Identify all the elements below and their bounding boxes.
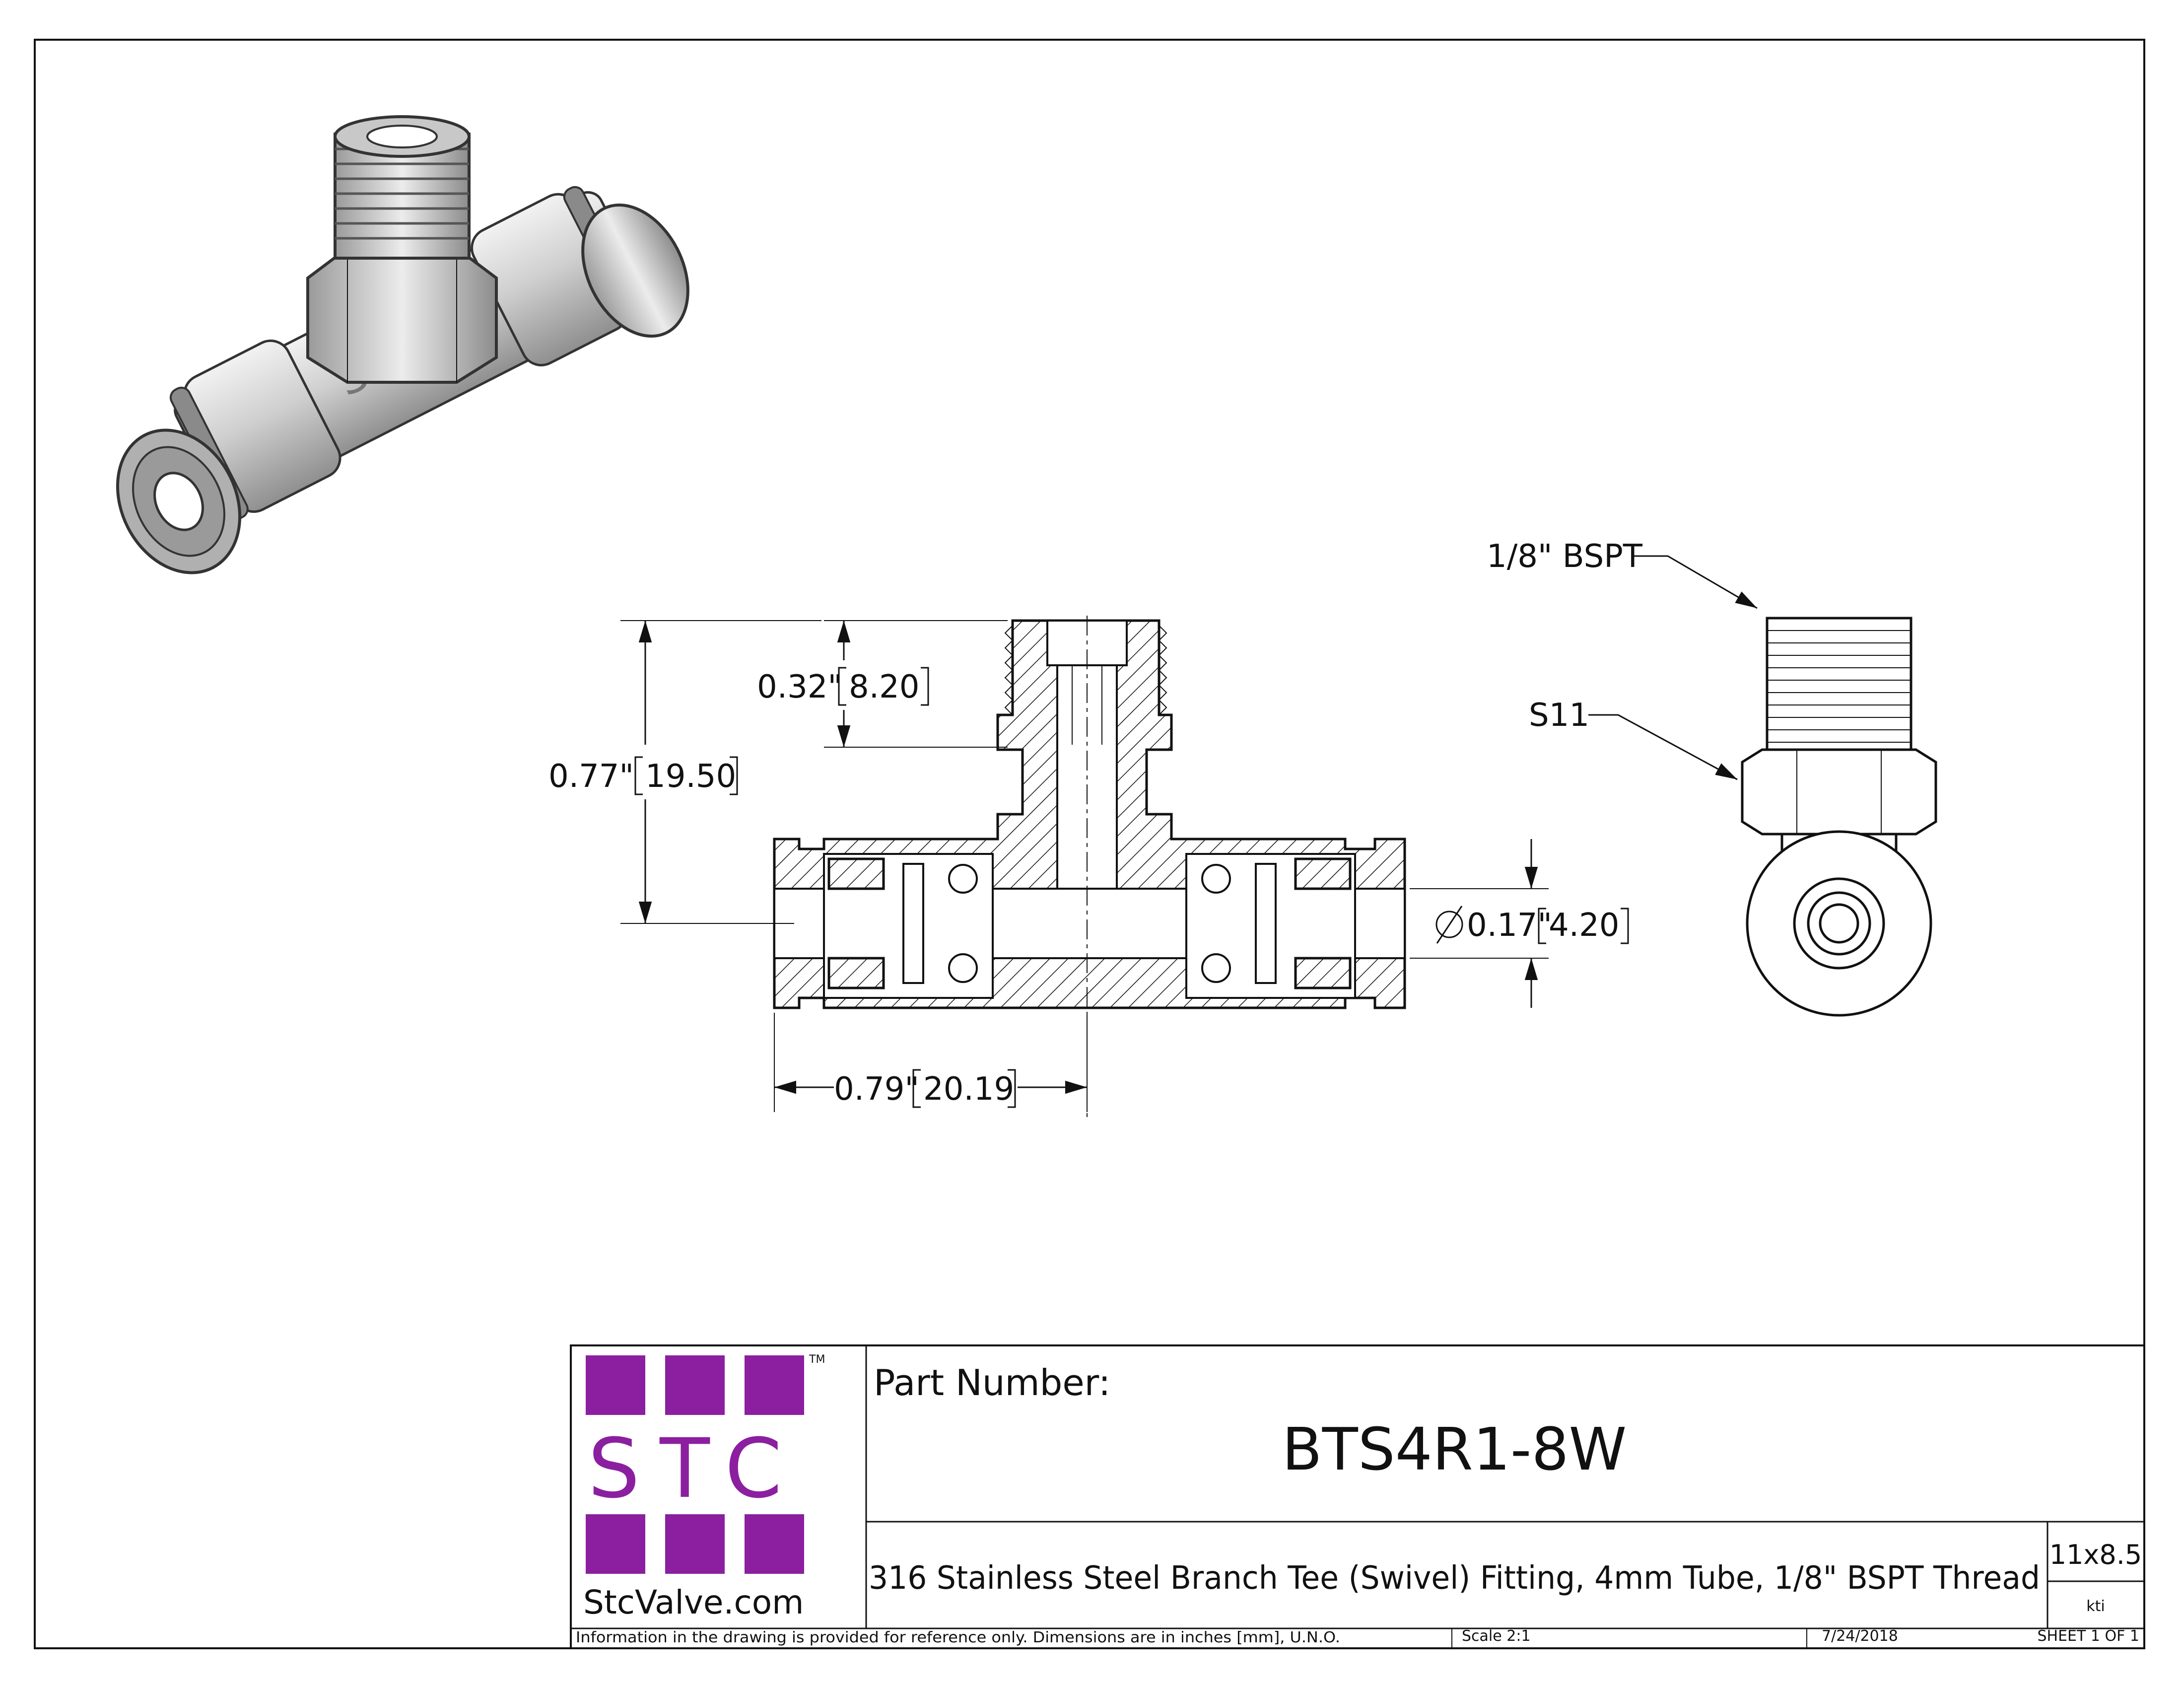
dim-half-length: 0.79" [834, 1071, 919, 1108]
side-view: 1/8" BSPT S11 [1487, 538, 1937, 1017]
dim-top-height: 0.32" [757, 669, 842, 705]
sheet-number: SHEET 1 OF 1 [2038, 1627, 2140, 1645]
dim-top-height-mm: 8.20 [849, 669, 920, 705]
website: StcValve.com [583, 1583, 804, 1621]
dimension-annotations: 0.32" 8.20 0.77" 19.50 0.17" 4.20 0.79" … [548, 620, 1629, 1112]
sheet-size: 11x8.5 [2049, 1539, 2142, 1570]
drawing-date: 7/24/2018 [1822, 1627, 1898, 1645]
dim-overall-height: 0.77" [548, 758, 634, 795]
part-number: BTS4R1-8W [1282, 1415, 1627, 1483]
dim-bore-mm: 4.20 [1549, 907, 1620, 944]
title-block: STC TM StcValve.com Part Number: BTS4R1-… [570, 1344, 2145, 1649]
section-view [773, 616, 1406, 1122]
drawn-by: kti [2086, 1598, 2105, 1615]
callout-thread: 1/8" BSPT [1487, 538, 1643, 575]
disclaimer: Information in the drawing is provided f… [576, 1629, 1340, 1646]
dim-overall-height-mm: 19.50 [645, 758, 736, 795]
logo-text: STC [588, 1421, 802, 1516]
callout-hex: S11 [1529, 697, 1589, 734]
part-description: 316 Stainless Steel Branch Tee (Swivel) … [869, 1560, 2040, 1597]
stc-logo: STC TM [586, 1353, 825, 1574]
dim-bore: 0.17" [1467, 907, 1552, 944]
part-number-label: Part Number: [874, 1362, 1110, 1404]
dim-half-length-mm: 20.19 [923, 1071, 1014, 1108]
logo-trademark: TM [809, 1353, 825, 1366]
isometric-view: STC [116, 115, 689, 574]
scale: Scale 2:1 [1462, 1627, 1531, 1645]
